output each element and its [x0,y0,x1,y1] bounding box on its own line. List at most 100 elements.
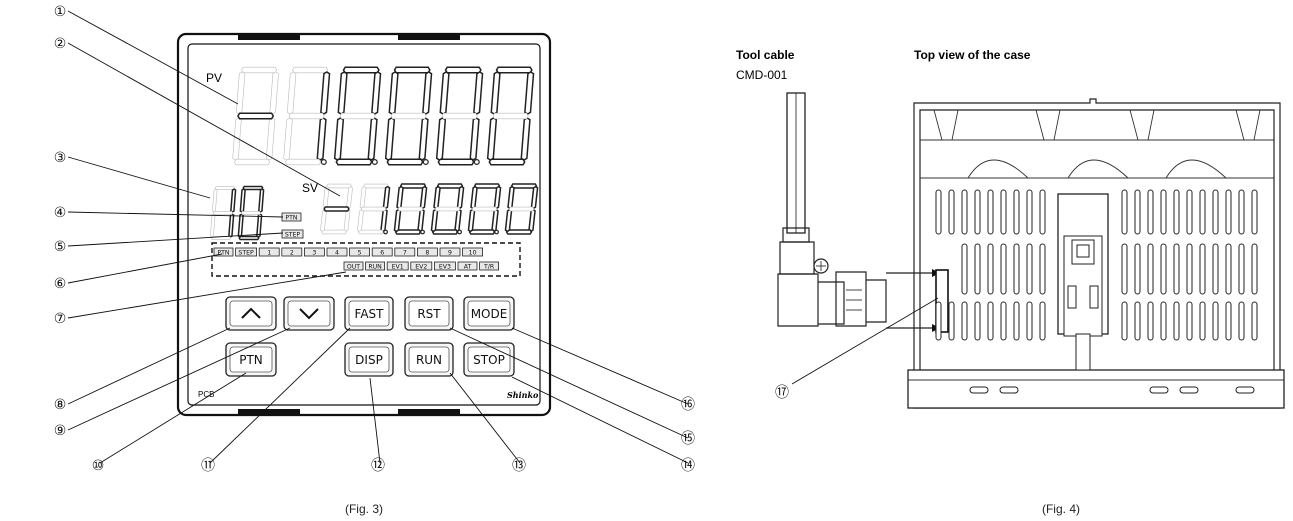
bottom-rail-slots [969,386,1255,394]
pv-label: PV [206,71,222,85]
vent-slot [1212,189,1219,235]
step-indicator-2: STEP [235,247,258,257]
step-indicator-8: 6 [371,247,393,257]
vent-slot [935,189,942,235]
callout-11: ⑪ [201,458,215,474]
callout-2: ② [54,36,67,52]
bezel-tab-top-left [238,34,300,40]
status-indicator-label: EV2 [415,263,427,270]
stop-key-label: STOP [473,353,505,367]
ptn-key[interactable]: PTN [225,342,277,377]
step-indicator-1: PTN [213,247,234,257]
bezel-tab-top-right [398,34,460,40]
fast-key[interactable]: FAST [344,296,394,331]
rail-slot [1235,386,1255,394]
status-indicator-7: T/R [479,261,500,271]
status-indicator-label: OUT [347,263,360,270]
pv-digit-5 [435,66,484,166]
step-indicator-3: 1 [258,247,280,257]
vent-slot [1212,301,1219,341]
vent-slot [1147,243,1154,295]
vent-slot [1238,301,1245,341]
vent-slot [1251,301,1258,341]
callout-1: ① [54,4,67,20]
step-indicator-group-outline [211,242,521,277]
disp-key[interactable]: DISP [344,342,394,377]
status-indicator-5: EV3 [433,261,456,271]
vent-slot [1160,301,1167,341]
step-indicator-label: PTN [217,249,230,256]
vent-slot [1225,243,1232,295]
status-indicator-2: RUN [365,261,386,271]
run-key[interactable]: RUN [404,342,454,377]
step-indicator-5: 3 [303,247,325,257]
vent-slot [1186,243,1193,295]
vent-slot [1147,301,1154,341]
chevron-up-icon [241,307,261,319]
rail-slot [969,386,989,394]
chevron-down-icon [299,308,319,320]
step-indicator-label: 8 [425,249,429,256]
rst-key[interactable]: RST [404,296,454,331]
step-indicator-7: 5 [349,247,371,257]
step-indicator-label: STEP [238,249,254,256]
vent-slot [1026,243,1033,295]
ptn-indicator-label: PTN [285,215,298,222]
fig3-caption: (Fig. 3) [345,502,383,516]
up-key[interactable] [225,296,277,331]
pattern-number-display [210,185,265,241]
callout-3: ③ [54,150,67,166]
status-indicator-label: RUN [368,263,382,270]
sv-digit-1 [320,183,353,235]
ptn-key-label: PTN [239,353,263,367]
callout-13: ⑬ [512,458,526,474]
stop-key[interactable]: STOP [463,342,515,377]
pv-display [232,66,535,166]
vent-slot [1225,301,1232,341]
vent-slot [1000,301,1007,341]
status-indicator-label: EV3 [439,263,451,270]
step-indicator-label: 9 [448,249,452,256]
step-indicator-9: 7 [394,247,416,257]
run-key-label: RUN [416,353,442,367]
callout-8: ⑧ [54,397,67,413]
vent-slot [1134,301,1141,341]
vent-slot [1013,189,1020,235]
vent-slot [1238,243,1245,295]
step-indicator-label: 3 [312,249,316,256]
sv-digit-3 [393,183,428,235]
case-title: Top view of the case [914,48,1031,62]
vent-slot [1013,301,1020,341]
callout-17-leader [791,297,939,385]
pv-digit-1 [232,66,279,166]
vent-slot [1238,189,1245,235]
vent-slot [1251,189,1258,235]
vent-slot [1186,189,1193,235]
pattern-digit-2 [237,185,265,241]
step-indicator-label: 1 [267,249,271,256]
bezel-tab-bottom-right [398,409,460,415]
status-indicator-6: AT [457,261,478,271]
vent-slot [1134,243,1141,295]
vent-slot [1225,189,1232,235]
tool-cable [777,92,887,327]
ventilation-slots [935,189,1258,341]
callout-15: ⑮ [681,431,695,447]
step-indicator-6: 4 [326,247,348,257]
mode-key[interactable]: MODE [463,296,515,331]
vent-slot [1212,243,1219,295]
vent-slot [1186,301,1193,341]
mode-key-label: MODE [471,307,508,321]
top-view-figure: Tool cable CMD-001 Top view of the case [736,48,1285,516]
down-key[interactable] [283,296,335,331]
pv-digit-4 [384,66,433,166]
step-indicator-label: 10 [469,249,477,256]
callout-6: ⑥ [54,276,67,292]
vent-slot [1173,189,1180,235]
callout-7: ⑦ [54,311,67,327]
rail-slot [1179,386,1199,394]
callout-4: ④ [54,205,67,221]
vent-slot [1160,189,1167,235]
